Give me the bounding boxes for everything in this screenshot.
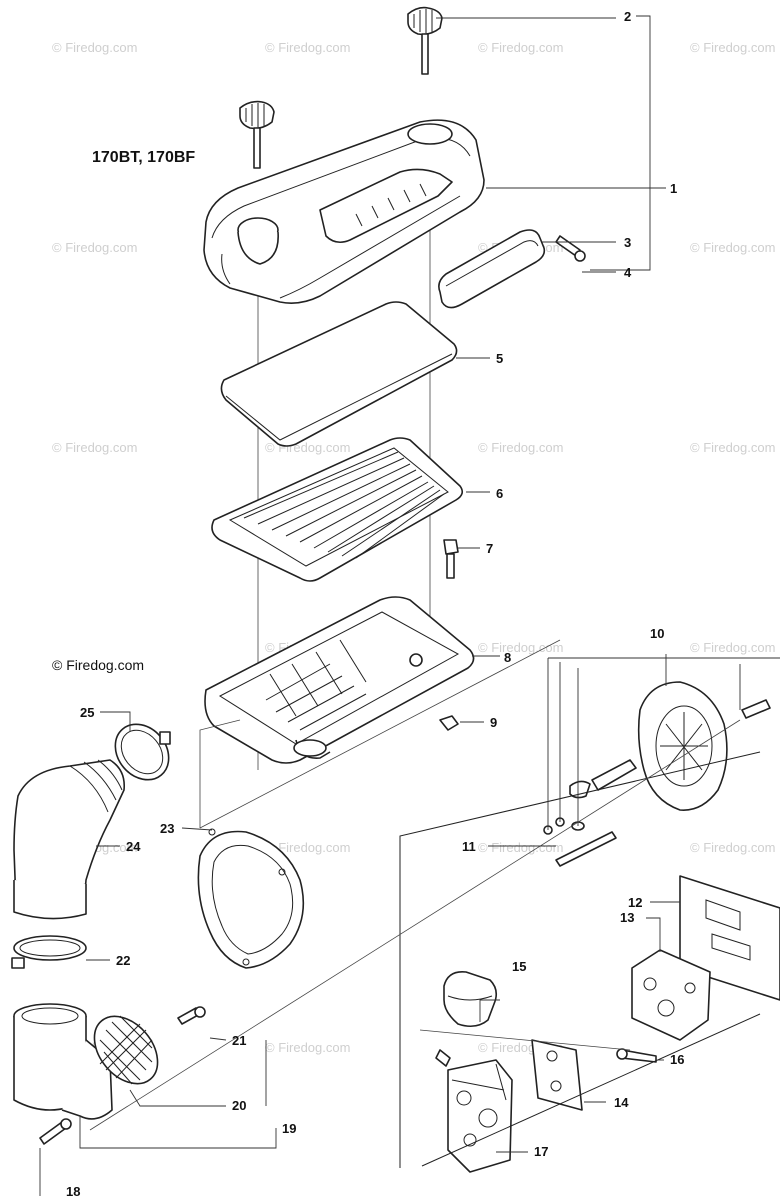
- subassembly-frame: [421, 1013, 761, 1167]
- part-21-screw: [177, 1006, 206, 1025]
- part-number-2: 2: [624, 9, 631, 24]
- part-10-carb-housing: [569, 681, 771, 811]
- part-23-gasket: [197, 828, 305, 969]
- part-25-clamp: [114, 723, 171, 781]
- part-22-clamp: [11, 935, 87, 969]
- part-number-13: 13: [620, 910, 634, 925]
- watermark: © Firedog.com: [52, 440, 137, 455]
- part-number-14: 14: [614, 1095, 629, 1110]
- part-number-5: 5: [496, 351, 503, 366]
- assembly-line: [199, 639, 561, 829]
- part-number-1: 1: [670, 181, 677, 196]
- part-number-7: 7: [486, 541, 493, 556]
- part-6-filter-element: [211, 437, 464, 582]
- part-16-screw: [616, 1048, 657, 1063]
- watermark: © Firedog.com: [690, 640, 775, 655]
- part-1-filter-cover: [203, 119, 485, 304]
- part-14-gasket: [531, 1039, 583, 1111]
- part-number-8: 8: [504, 650, 511, 665]
- part-4-screw: [555, 235, 586, 262]
- part-number-10: 10: [650, 626, 664, 641]
- part-number-24: 24: [126, 839, 141, 854]
- part-number-19: 19: [282, 1121, 296, 1136]
- watermark: © Firedog.com: [265, 1040, 350, 1055]
- part-18-screw: [39, 1118, 72, 1145]
- part-number-23: 23: [160, 821, 174, 836]
- part-5-prefilter: [220, 301, 458, 447]
- part-number-labels: 1 2 3 4 5 6 7 8 9 10 11 12 13 14 15 16 1…: [66, 9, 684, 1199]
- watermark: © Firedog.com: [265, 40, 350, 55]
- part-9-nut: [439, 715, 459, 731]
- watermark: © Firedog.com: [478, 440, 563, 455]
- watermark: © Firedog.com: [478, 840, 563, 855]
- assembly-line: [89, 719, 741, 1131]
- part-15-knob: [443, 970, 498, 1028]
- model-title: 170BT, 170BF: [92, 149, 195, 166]
- watermark: © Firedog.com: [52, 240, 137, 255]
- part-number-11: 11: [462, 839, 476, 854]
- watermark: © Firedog.com: [690, 240, 775, 255]
- part-number-22: 22: [116, 953, 130, 968]
- part-number-18: 18: [66, 1184, 80, 1199]
- part-7-bolt: [443, 539, 459, 579]
- part-number-12: 12: [628, 895, 642, 910]
- part-24-intake-elbow: [13, 759, 126, 920]
- part-number-21: 21: [232, 1033, 246, 1048]
- assembly-line: [419, 1029, 631, 1051]
- part-number-16: 16: [670, 1052, 684, 1067]
- part-number-3: 3: [624, 235, 631, 250]
- watermark: © Firedog.com: [52, 40, 137, 55]
- part-number-25: 25: [80, 705, 94, 720]
- part-number-20: 20: [232, 1098, 246, 1113]
- watermark: © Firedog.com: [478, 640, 563, 655]
- part-number-4: 4: [624, 265, 632, 280]
- part-20-mesh-screen: [93, 1015, 159, 1085]
- part-11-rod: [555, 831, 617, 867]
- part-19-adapter: [13, 1003, 113, 1120]
- leader-lines: [39, 15, 780, 1196]
- subassembly-frame: [399, 751, 761, 1168]
- part-2-knob-screw: [239, 6, 443, 169]
- part-number-17: 17: [534, 1144, 548, 1159]
- part-number-15: 15: [512, 959, 526, 974]
- part-number-9: 9: [490, 715, 497, 730]
- part-number-6: 6: [496, 486, 503, 501]
- watermark: © Firedog.com: [265, 840, 350, 855]
- part-3-handle-insert: [438, 229, 546, 309]
- copyright-note: © Firedog.com: [52, 657, 144, 673]
- part-8-filter-housing: [204, 596, 475, 764]
- watermark: © Firedog.com: [690, 440, 775, 455]
- part-17-carburetor: [435, 1049, 513, 1173]
- assembly-line: [199, 719, 241, 828]
- watermark: © Firedog.com: [690, 840, 775, 855]
- watermark: © Firedog.com: [478, 40, 563, 55]
- watermark: © Firedog.com: [690, 40, 775, 55]
